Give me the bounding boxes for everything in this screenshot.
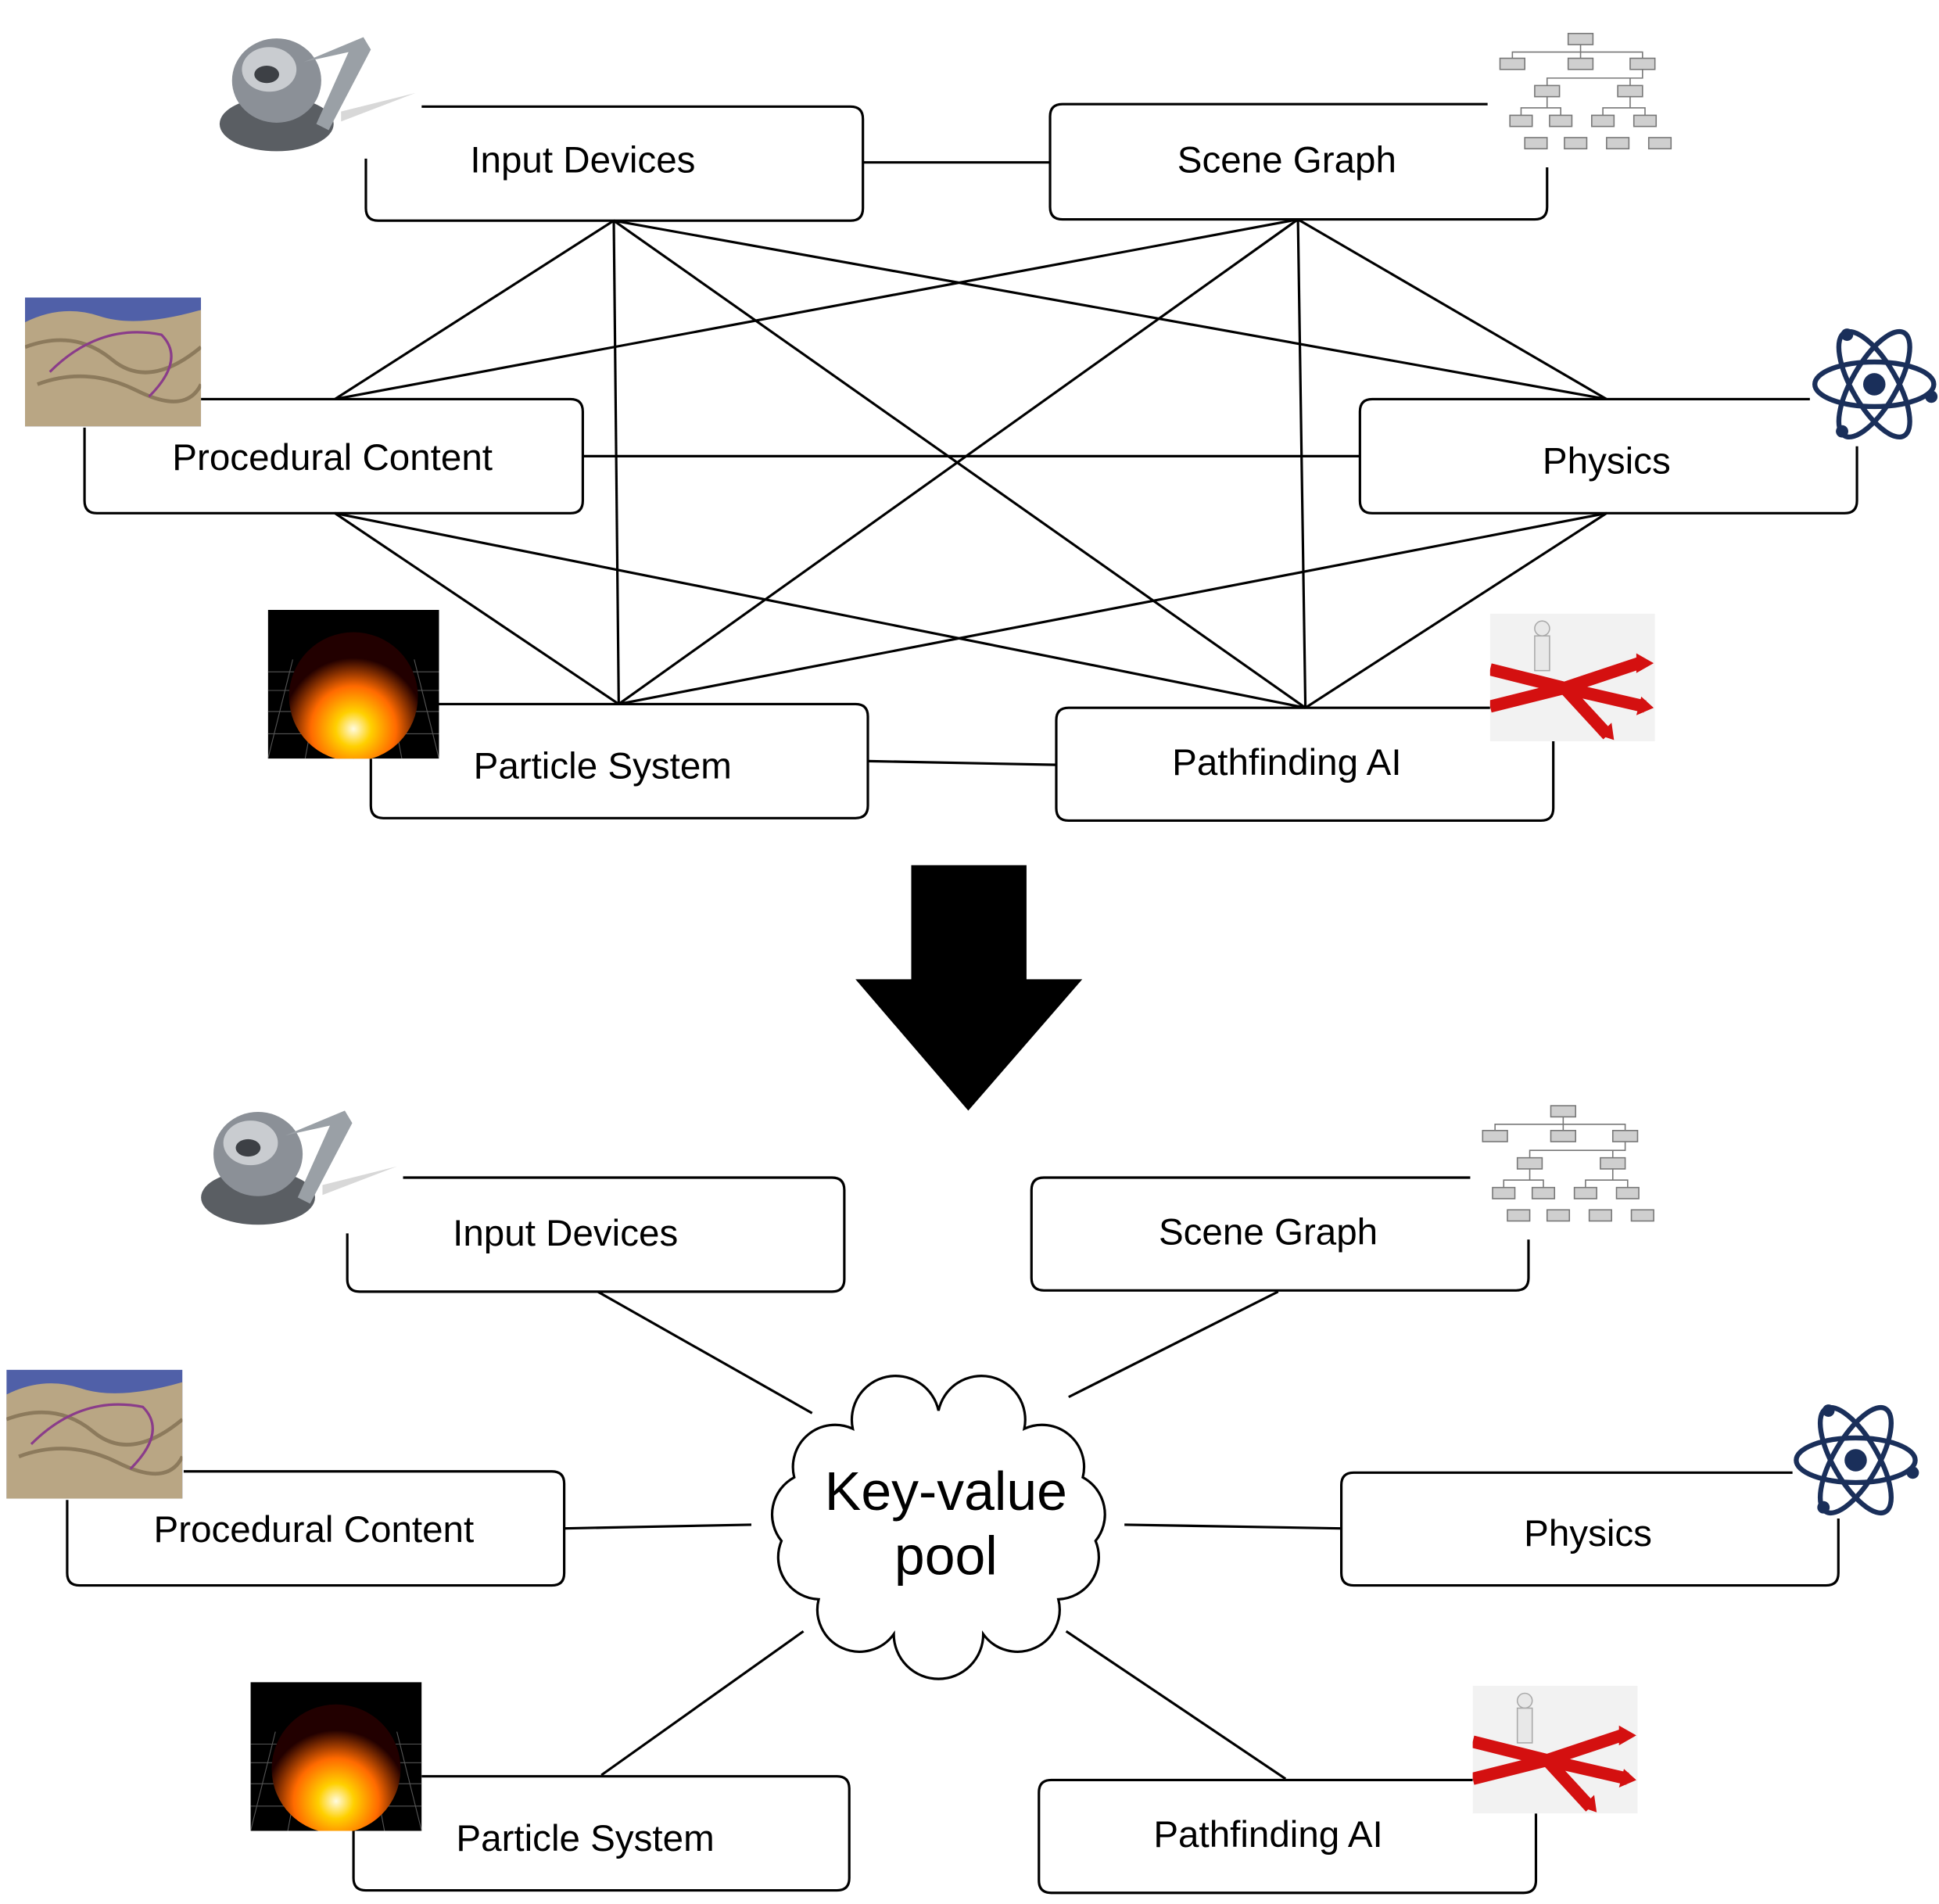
hub-diagram: Key-value pool Input Devices Scene Graph… [6, 1105, 1919, 1895]
edge-scene-procedural [335, 218, 1299, 401]
hub-label-line2: pool [894, 1525, 998, 1586]
hub-label-line1: Key-value [825, 1461, 1067, 1522]
terrain-icon [25, 297, 201, 426]
pathfinding-arrows-icon [1490, 614, 1655, 741]
haptic-device-icon [201, 1110, 397, 1225]
edge-input-pathfinding [613, 219, 1306, 709]
node-label: Procedural Content [154, 1509, 475, 1551]
terrain-icon [6, 1370, 182, 1499]
node-scene-graph: Scene Graph [1048, 33, 1672, 221]
atom-icon [1815, 321, 1937, 446]
node-particle-system: Particle System [250, 1682, 851, 1892]
node-input-devices: Input Devices [219, 37, 865, 222]
edge-particle-hub [600, 1630, 805, 1777]
node-label: Scene Graph [1159, 1212, 1378, 1253]
node-procedural-content: Procedural Content [25, 297, 584, 515]
node-label: Physics [1543, 441, 1671, 482]
node-pathfinding-ai: Pathfinding AI [1038, 1686, 1638, 1895]
node-label: Particle System [456, 1818, 714, 1859]
node-label: Procedural Content [172, 437, 493, 479]
edge-input-particle [612, 221, 620, 705]
edge-scene-hub [1068, 1290, 1279, 1399]
edge-procedural-hub [564, 1523, 752, 1530]
edge-particle-pathfinding [867, 759, 1057, 766]
edge-physics-pathfinding [1304, 511, 1607, 709]
scene-graph-tree-icon [1482, 1105, 1654, 1222]
fully-connected-diagram: Input Devices Scene Graph Procedural Con… [25, 33, 1937, 823]
node-label: Input Devices [453, 1213, 678, 1254]
node-physics: Physics [1358, 321, 1937, 515]
node-label: Physics [1524, 1513, 1652, 1554]
node-label: Pathfinding AI [1172, 742, 1401, 783]
pathfinding-arrows-icon [1473, 1686, 1638, 1813]
haptic-device-icon [219, 37, 416, 152]
edge-pathfinding-hub [1065, 1630, 1287, 1780]
edge-physics-particle [618, 511, 1607, 705]
node-procedural-content: Procedural Content [6, 1370, 566, 1587]
node-physics: Physics [1340, 1397, 1919, 1587]
edge-input-procedural [334, 219, 615, 400]
edge-physics-hub [1124, 1523, 1342, 1530]
edge-scene-physics [1297, 218, 1607, 400]
down-arrow-icon [855, 865, 1083, 1111]
key-value-pool-cloud: Key-value pool [770, 1375, 1106, 1680]
node-label: Particle System [474, 746, 732, 787]
node-particle-system: Particle System [267, 609, 869, 819]
atom-icon [1796, 1397, 1919, 1522]
edge-input-hub [597, 1290, 813, 1415]
node-scene-graph: Scene Graph [1030, 1105, 1654, 1292]
edge-procedural-pathfinding [335, 511, 1306, 709]
edge-input-physics [613, 219, 1607, 401]
connection-lines [564, 1290, 1342, 1780]
edge-scene-pathfinding [1296, 219, 1307, 708]
edge-scene-particle [618, 218, 1299, 705]
node-input-devices: Input Devices [201, 1110, 846, 1293]
node-label: Scene Graph [1177, 139, 1396, 181]
node-label: Input Devices [470, 139, 695, 181]
connection-lines [334, 161, 1607, 766]
scene-graph-tree-icon [1499, 33, 1672, 150]
node-pathfinding-ai: Pathfinding AI [1055, 614, 1655, 823]
fire-particles-icon [250, 1682, 422, 1831]
edge-procedural-particle [334, 511, 620, 705]
node-label: Pathfinding AI [1153, 1814, 1382, 1856]
fire-particles-icon [267, 609, 439, 759]
